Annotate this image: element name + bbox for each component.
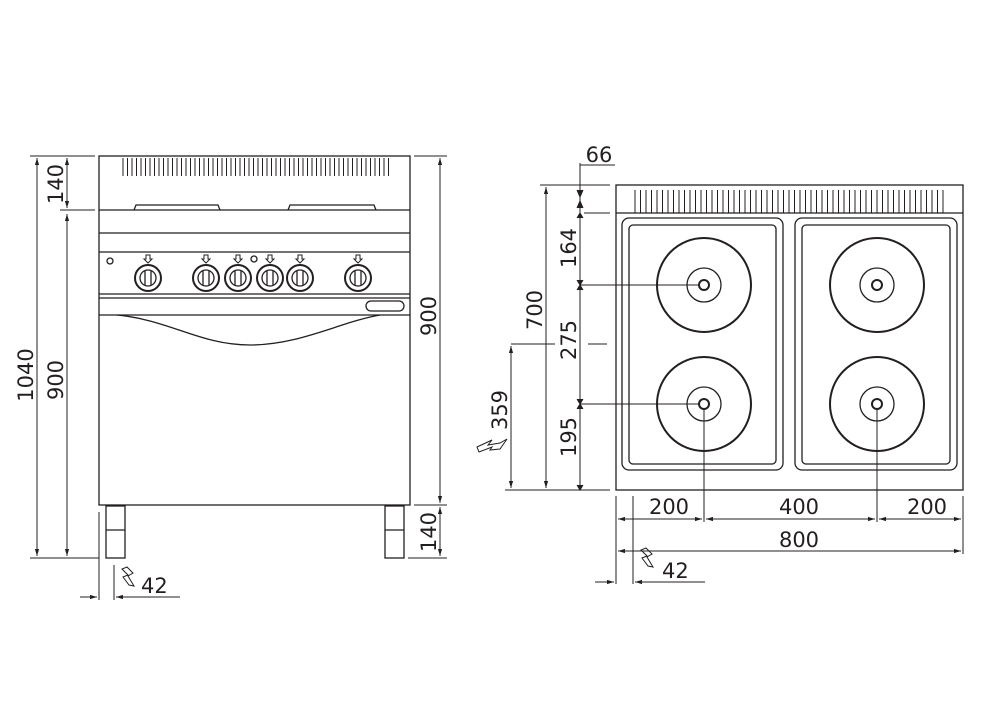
dim-backsplash-depth: 66: [586, 143, 613, 167]
top-view: 66 164 275 195 700 359 200 400 200 800 4…: [476, 143, 964, 585]
cooking-zone-right: [794, 217, 958, 471]
door-curve: [116, 314, 381, 346]
dim-front-plate-to-front: 195: [557, 417, 581, 457]
hotplate: [829, 237, 925, 333]
control-knob: [344, 254, 372, 292]
control-knob: [256, 254, 284, 292]
arrow-icon: [352, 254, 364, 264]
front-view: 1040 140 900 900 140 42: [14, 155, 447, 600]
appliance-body: [98, 155, 411, 506]
arrow-icon: [142, 254, 154, 264]
dim-power-depth: 359: [488, 390, 512, 430]
backsplash-vents: [122, 158, 389, 176]
dim-plate-to-right: 200: [907, 495, 947, 519]
arrow-icon: [200, 254, 212, 264]
hotplate-profiles: [133, 204, 377, 211]
arrow-icon: [232, 254, 244, 264]
indicator-light: [106, 257, 114, 265]
hotplates: [656, 237, 925, 452]
dim-width: 800: [779, 528, 819, 552]
indicator-light: [250, 255, 258, 263]
dim-total-height: 1040: [14, 348, 38, 401]
dim-backsplash-height: 140: [44, 164, 68, 204]
hob-outline: [615, 184, 964, 491]
control-knob: [286, 254, 314, 292]
control-knob: [192, 254, 220, 292]
control-knobs: [134, 254, 372, 292]
dim-rear-to-front-plate: 164: [557, 228, 581, 268]
cooking-zone-left: [621, 217, 784, 471]
door-handle: [365, 300, 405, 312]
dim-body-height: 900: [44, 360, 68, 400]
arrow-icon: [294, 254, 306, 264]
backsplash-vents: [634, 190, 944, 213]
leg-left: [105, 505, 126, 559]
dim-right-body-height: 900: [417, 296, 441, 336]
dim-plate-spacing-depth: 275: [557, 320, 581, 360]
leg-right: [384, 505, 405, 559]
arrow-icon: [264, 254, 276, 264]
dim-leg-height: 140: [417, 512, 441, 552]
dim-depth: 700: [523, 290, 547, 330]
dim-left-to-plate: 200: [649, 495, 689, 519]
control-knob: [134, 254, 162, 292]
dim-power-offset: 42: [141, 574, 168, 598]
control-knob: [224, 254, 252, 292]
dim-plate-spacing-width: 400: [779, 495, 819, 519]
dim-power-offset-top: 42: [662, 559, 689, 583]
